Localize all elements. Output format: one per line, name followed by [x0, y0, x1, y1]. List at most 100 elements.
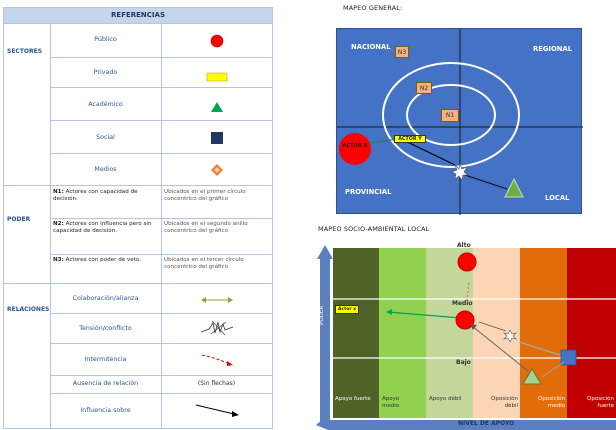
references-table: REFERENCIAS SECTORES Público Privado Aca…	[3, 7, 273, 429]
col-apoyo-debil	[426, 248, 473, 418]
col-label-apoyo-medio: Apoyo medio	[382, 396, 400, 409]
socio-map: Actor x Alto Medio Bajo PODER NIVEL DE A…	[314, 237, 616, 430]
poder-n1-text: N1: Actores con capacidad de decisión.	[53, 189, 160, 203]
orange-diamond-icon	[161, 162, 272, 181]
poder-n2-desc: Actores con influencia pero sin capacida…	[53, 221, 152, 234]
level-n2-box: N2	[416, 82, 432, 94]
power-alto: Alto	[457, 242, 471, 249]
sector-label-medios: Medios	[94, 166, 117, 173]
green-triangle-icon	[161, 98, 272, 117]
relation-label-tension: Tensión/conflicto	[79, 325, 132, 332]
black-arrow-icon	[161, 401, 272, 423]
col-label-apoyo-fuerte: Apoyo fuerte	[335, 396, 371, 402]
quadrant-provincial: PROVINCIAL	[345, 188, 392, 196]
influence-line	[458, 172, 508, 190]
poder-n1-location: Ubicados en el primer círculo concéntric…	[164, 189, 246, 202]
poder-axis-bar	[320, 259, 330, 425]
row-divider	[50, 313, 272, 314]
burst-shape	[451, 162, 469, 181]
quadrant-local: LOCAL	[545, 194, 570, 202]
col-apoyo-fuerte	[333, 248, 379, 418]
socio-map-shapes	[316, 245, 616, 430]
navy-square-icon	[161, 130, 272, 149]
col-label-oposicion-medio: Oposición medio	[538, 396, 565, 409]
influence-arrow-line	[471, 325, 529, 372]
yellow-rectangle-icon	[161, 67, 272, 86]
socio-map-title: MAPEO SOCIO-AMBIENTAL LOCAL	[318, 225, 430, 233]
relation-label-influencia: Influencia sobre	[80, 407, 131, 414]
row-divider	[50, 393, 272, 394]
poder-n3-desc: Actores con poder de veto.	[65, 257, 142, 263]
power-medio: Medio	[452, 300, 473, 307]
poder-n2-location: Ubicados en el segundo anillo concéntric…	[164, 221, 248, 234]
sector-label-academico: Académico	[88, 101, 123, 108]
col-label-oposicion-fuerte: Oposición fuerte	[587, 396, 614, 409]
support-axis-bar	[328, 420, 616, 430]
tension-line	[478, 321, 507, 332]
actor-x-box: Actor x	[335, 305, 359, 314]
sector-label-publico: Público	[94, 36, 117, 43]
actor-x-circle	[339, 133, 371, 165]
academic-triangle	[522, 368, 542, 385]
intermittent-line	[466, 280, 470, 302]
power-bajo: Bajo	[456, 359, 471, 366]
tension-burst	[503, 329, 517, 343]
poder-n3-location: Ubicados en el tercer círculo concéntric…	[164, 257, 244, 270]
row-divider	[50, 153, 272, 154]
poder-n1-desc: Actores con capacidad de decisión.	[53, 189, 138, 202]
no-arrow-text: (Sin flechas)	[197, 380, 236, 387]
row-divider	[50, 87, 272, 88]
social-link-line	[518, 341, 567, 358]
general-map-title: MAPEO GENERAL:	[343, 4, 403, 12]
sector-label-privado: Privado	[93, 69, 118, 76]
row-divider	[50, 218, 272, 219]
level-n3-box: N3	[395, 46, 409, 58]
quadrant-regional: REGIONAL	[533, 45, 573, 53]
row-divider	[50, 375, 272, 376]
actor-y-box: ACTOR Y	[394, 135, 426, 143]
col-label-apoyo-debil: Apoyo débil	[429, 396, 462, 402]
n2-ring	[406, 84, 496, 146]
relation-label-intermitencia: Intermitencia	[84, 356, 127, 363]
actor-medio-circle	[455, 310, 475, 330]
support-axis-label: NIVEL DE APOYO	[458, 420, 515, 427]
poder-n2-code: N2:	[53, 221, 64, 227]
green-triangle	[504, 177, 524, 198]
poder-n3-code: N3:	[53, 257, 64, 263]
section-divider	[4, 283, 272, 284]
quadrant-nacional: NACIONAL	[351, 43, 391, 51]
academic-link-line	[541, 361, 565, 378]
section-divider	[4, 185, 272, 186]
col-oposicion-fuerte	[567, 248, 616, 418]
col-oposicion-medio	[520, 248, 567, 418]
sectores-heading: SECTORES	[7, 48, 43, 55]
poder-n2-text: N2: Actores con influencia pero sin capa…	[53, 221, 160, 235]
sector-label-social: Social	[96, 134, 115, 141]
double-arrow-icon	[161, 291, 272, 310]
col-divider	[50, 23, 51, 428]
poder-heading: PODER	[7, 216, 31, 223]
relation-label-colaboracion: Colaboración/alianza	[72, 295, 139, 302]
n3-ring	[382, 62, 520, 168]
alliance-line	[370, 138, 398, 144]
collab-line	[387, 311, 462, 319]
col-label-oposicion-debil: Oposición débil	[491, 396, 518, 409]
general-map: NACIONAL REGIONAL PROVINCIAL LOCAL N3 N2…	[336, 28, 583, 215]
poder-n1-code: N1:	[53, 189, 64, 195]
col-divider	[161, 23, 162, 428]
support-axis-arrowhead-left	[316, 415, 328, 430]
poder-axis-arrowhead	[317, 245, 333, 259]
collab-arrow-left	[386, 309, 392, 315]
references-title: REFERENCIAS	[4, 8, 272, 24]
red-circle-icon	[161, 33, 272, 52]
actor-alto-circle	[457, 252, 477, 272]
general-map-shapes	[337, 29, 583, 215]
influence-arrow-head	[470, 324, 477, 330]
zigzag-arrow-icon	[161, 318, 272, 342]
social-square	[560, 349, 577, 366]
poder-axis-label: PODER	[319, 305, 325, 325]
row-divider	[50, 254, 272, 255]
row-divider	[50, 343, 272, 344]
col-apoyo-medio	[379, 248, 426, 418]
row-divider	[50, 57, 272, 58]
